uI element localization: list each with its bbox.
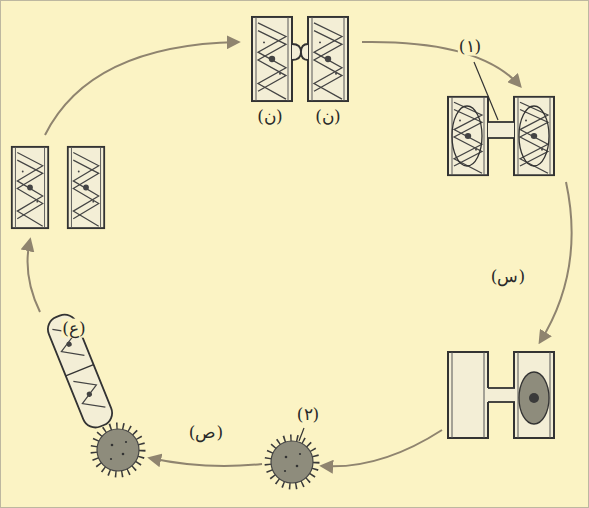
callout-number: (١)	[458, 37, 482, 56]
stage-label: (ع)	[61, 319, 86, 338]
callout-number: (٢)	[296, 405, 320, 424]
stage-label: (ص)	[188, 423, 224, 442]
stage-label: (س)	[490, 267, 526, 286]
stage-label: (ن)	[314, 107, 341, 126]
stage-label: (ن)	[256, 107, 283, 126]
